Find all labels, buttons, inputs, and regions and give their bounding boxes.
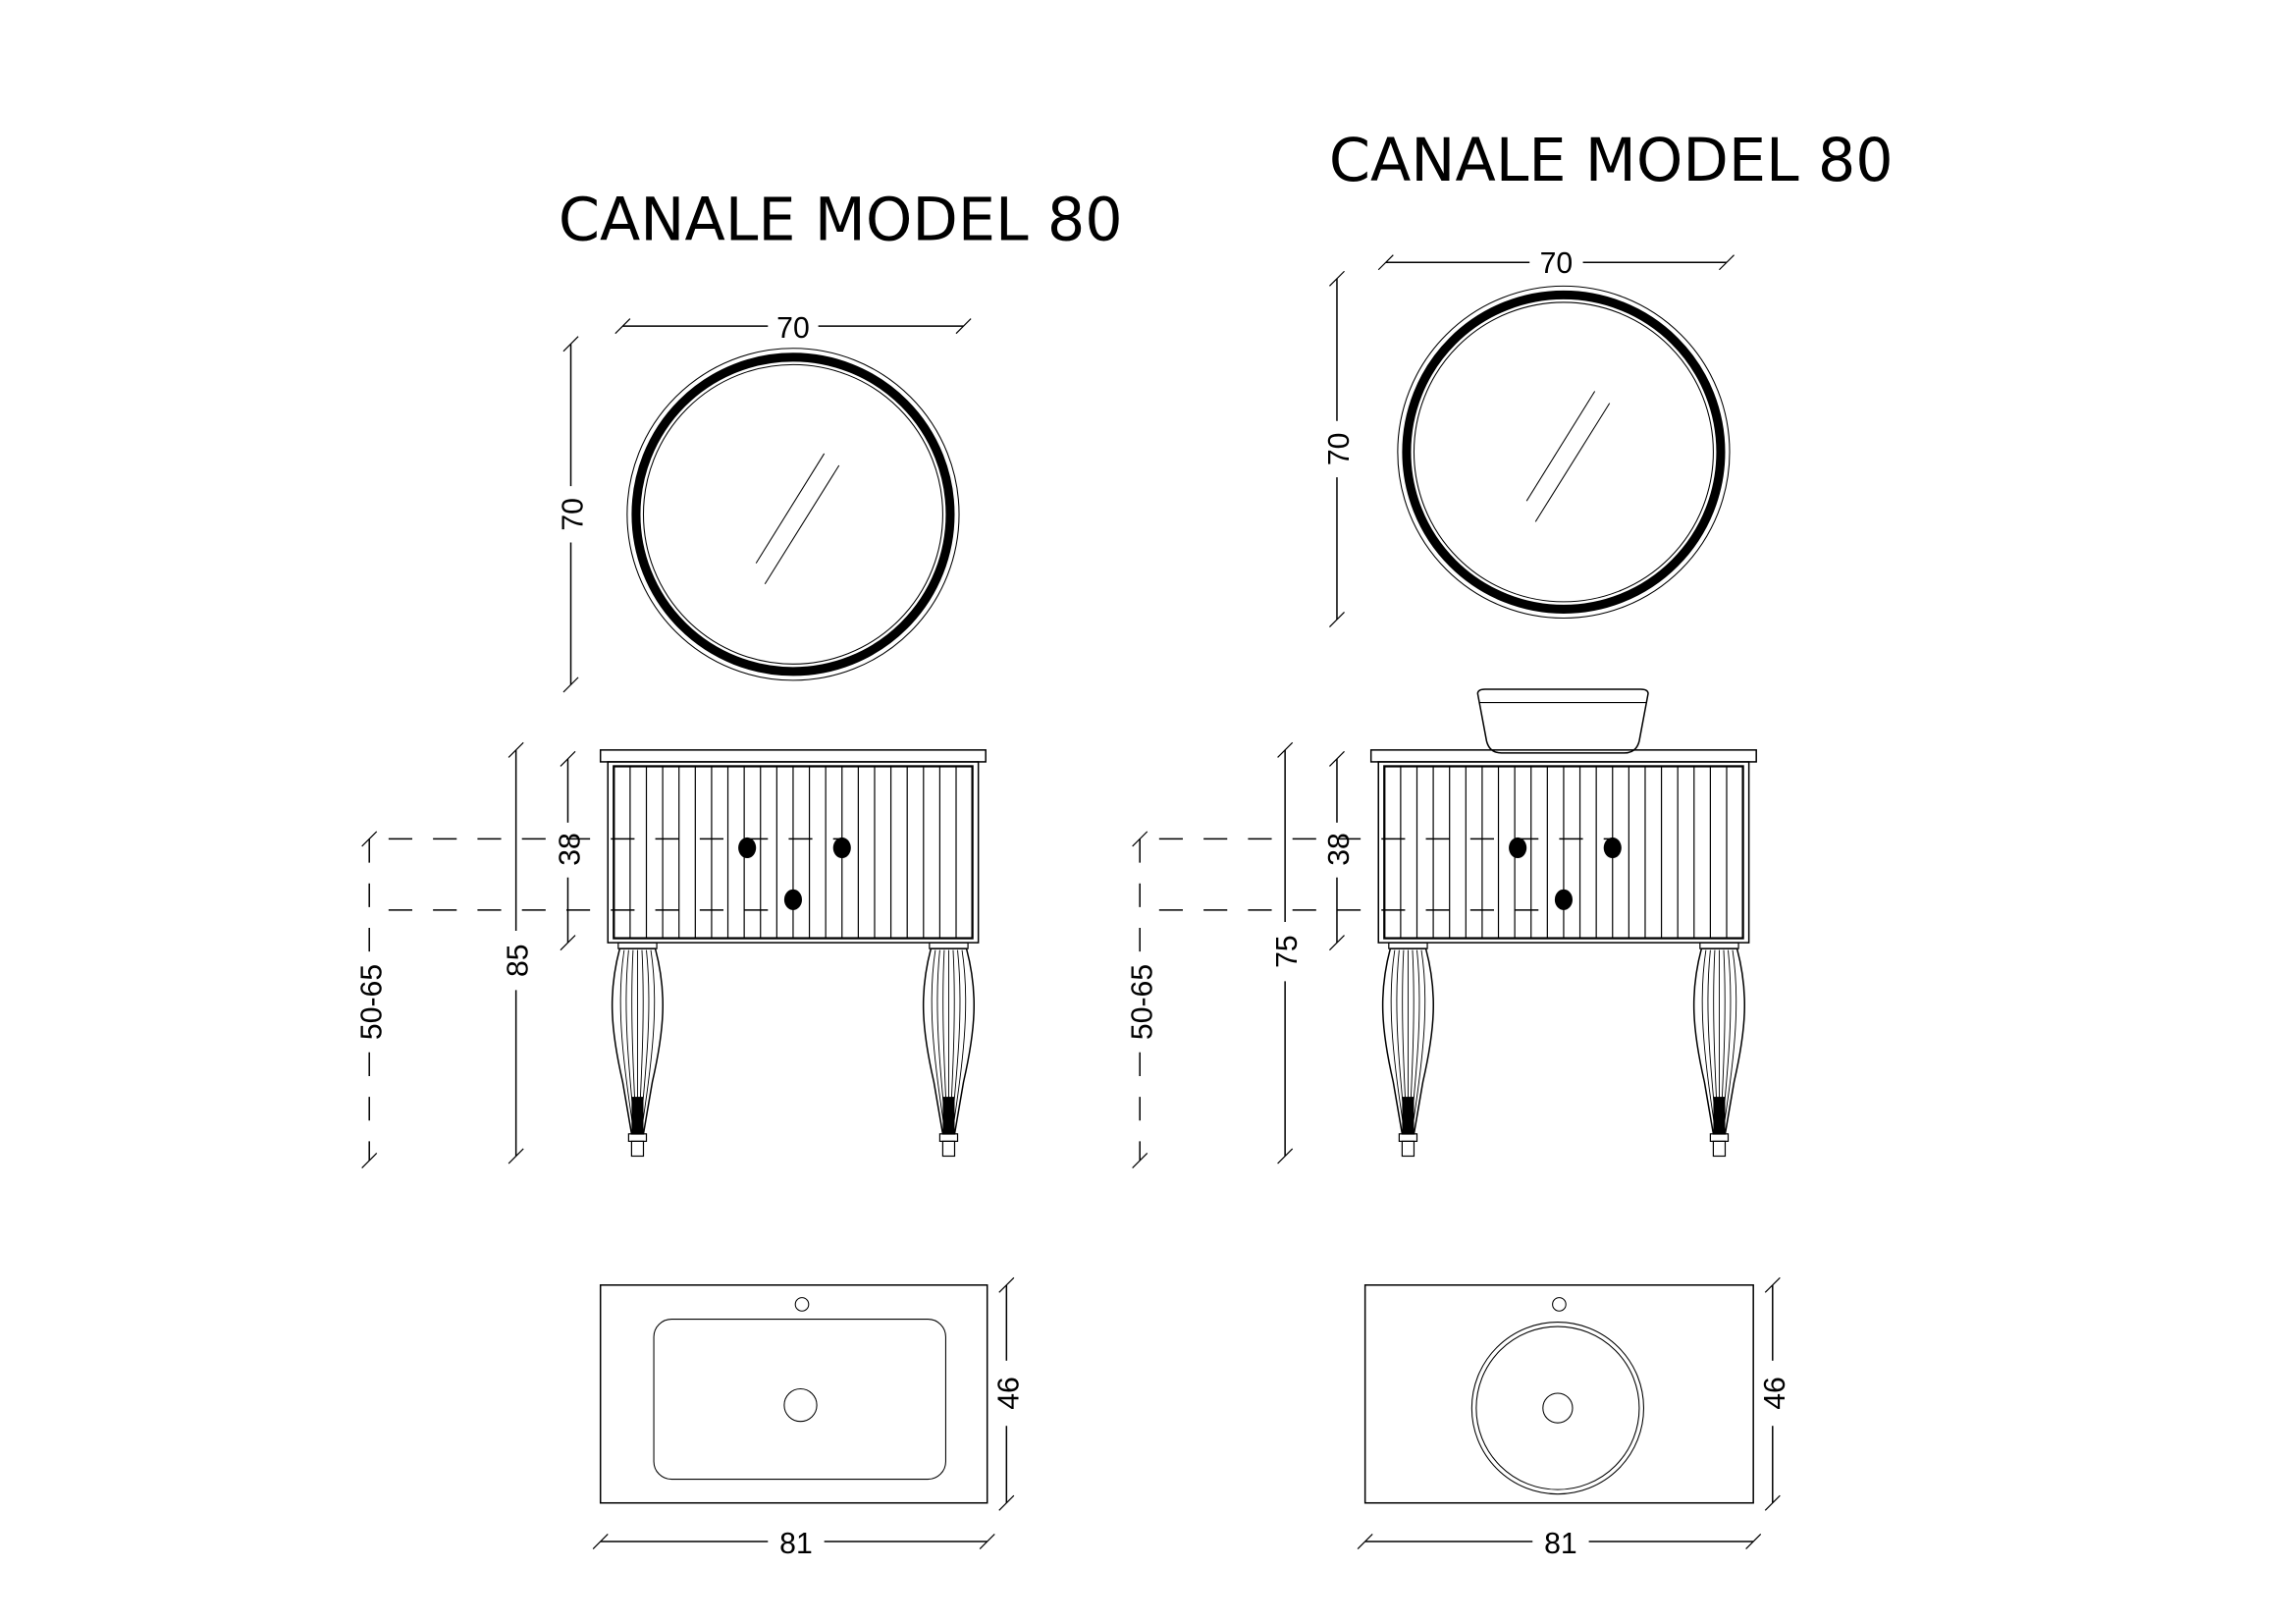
right-mirror-width: 70 bbox=[1540, 247, 1574, 280]
left-total-height-dim: 85 bbox=[503, 741, 535, 1164]
right-top-plan: 46 81 bbox=[1357, 1276, 1791, 1560]
right-top-depth: 46 bbox=[1759, 1377, 1791, 1410]
left-mirror bbox=[626, 348, 960, 681]
cabinet-body bbox=[607, 761, 980, 944]
leg bbox=[1692, 942, 1745, 1158]
left-model: CANALE MODEL 80 70 70 50-65 85 bbox=[355, 187, 1122, 1560]
right-drawer-height: 38 bbox=[1323, 833, 1356, 866]
right-mirror bbox=[1397, 285, 1731, 620]
left-total-height: 85 bbox=[503, 944, 535, 977]
knob bbox=[1603, 837, 1622, 859]
countertop bbox=[599, 749, 987, 763]
knob bbox=[832, 837, 851, 859]
right-model: CANALE MODEL 80 70 70 50-65 bbox=[1126, 127, 1893, 1560]
right-leg-height-dim: 50-65 bbox=[1126, 831, 1158, 1169]
leg bbox=[1381, 942, 1434, 1158]
knob bbox=[738, 837, 757, 859]
left-title: CANALE MODEL 80 bbox=[559, 187, 1123, 255]
left-top-width: 81 bbox=[779, 1528, 813, 1560]
right-top-width: 81 bbox=[1544, 1528, 1577, 1560]
right-vessel-basin bbox=[1476, 688, 1649, 754]
right-leg-height: 50-65 bbox=[1126, 964, 1158, 1040]
left-cabinet bbox=[388, 749, 987, 1158]
leg bbox=[922, 942, 976, 1158]
right-total-height: 75 bbox=[1271, 935, 1304, 968]
left-leg-height-dim: 50-65 bbox=[355, 831, 388, 1169]
left-mirror-width: 70 bbox=[776, 312, 810, 345]
left-leg-height: 50-65 bbox=[355, 964, 388, 1040]
left-mirror-height-dim: 70 bbox=[558, 336, 590, 693]
right-mirror-width-dim: 70 bbox=[1377, 247, 1735, 280]
knob bbox=[783, 889, 803, 910]
countertop bbox=[1369, 749, 1757, 763]
left-top-depth: 46 bbox=[992, 1377, 1025, 1410]
knob bbox=[1509, 837, 1527, 859]
left-mirror-height: 70 bbox=[558, 498, 590, 531]
left-mirror-width-dim: 70 bbox=[614, 312, 972, 345]
right-title: CANALE MODEL 80 bbox=[1329, 127, 1894, 195]
left-drawer-height-dim: 38 bbox=[555, 750, 587, 951]
leg bbox=[611, 942, 664, 1158]
right-cabinet bbox=[1158, 749, 1757, 1158]
left-top-plan: 46 81 bbox=[592, 1276, 1025, 1560]
right-drawer-height-dim: 38 bbox=[1323, 750, 1356, 951]
right-mirror-height: 70 bbox=[1323, 433, 1356, 466]
right-total-height-dim: 75 bbox=[1271, 741, 1304, 1164]
left-drawer-height: 38 bbox=[555, 833, 587, 866]
right-mirror-height-dim: 70 bbox=[1323, 270, 1356, 628]
knob bbox=[1554, 889, 1573, 910]
cabinet-body bbox=[1377, 761, 1750, 944]
